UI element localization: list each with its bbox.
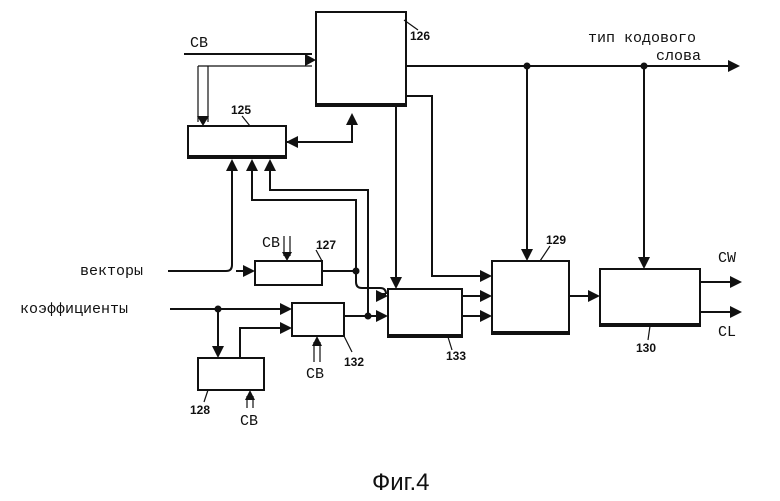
label-126: 126 [410,29,430,43]
signal-vectors: векторы [80,263,143,280]
signal-cb-127: CB [262,235,280,252]
label-128: 128 [190,403,210,417]
block-130 [599,268,701,327]
label-133: 133 [446,349,466,363]
block-127 [254,260,323,286]
figure-caption: Фиг.4 [372,469,430,496]
signal-cb-top: CB [190,35,208,52]
connections [168,19,742,408]
label-125: 125 [231,103,251,117]
block-133 [387,288,463,338]
label-129: 129 [546,233,566,247]
signal-codeword-type-2: слова [656,48,701,65]
label-130: 130 [636,341,656,355]
block-125 [187,125,287,159]
signal-out-cw: CW [718,250,736,267]
label-132: 132 [344,355,364,369]
block-132 [291,302,345,337]
signal-cb-128: CB [240,413,258,430]
label-127: 127 [316,238,336,252]
block-128 [197,357,265,391]
block-126 [315,11,407,107]
signal-coefficients: коэффициенты [20,301,128,318]
signal-out-cl: CL [718,324,736,341]
signal-cb-132: CB [306,366,324,383]
signal-codeword-type-1: тип кодового [588,30,696,47]
block-129 [491,260,570,335]
